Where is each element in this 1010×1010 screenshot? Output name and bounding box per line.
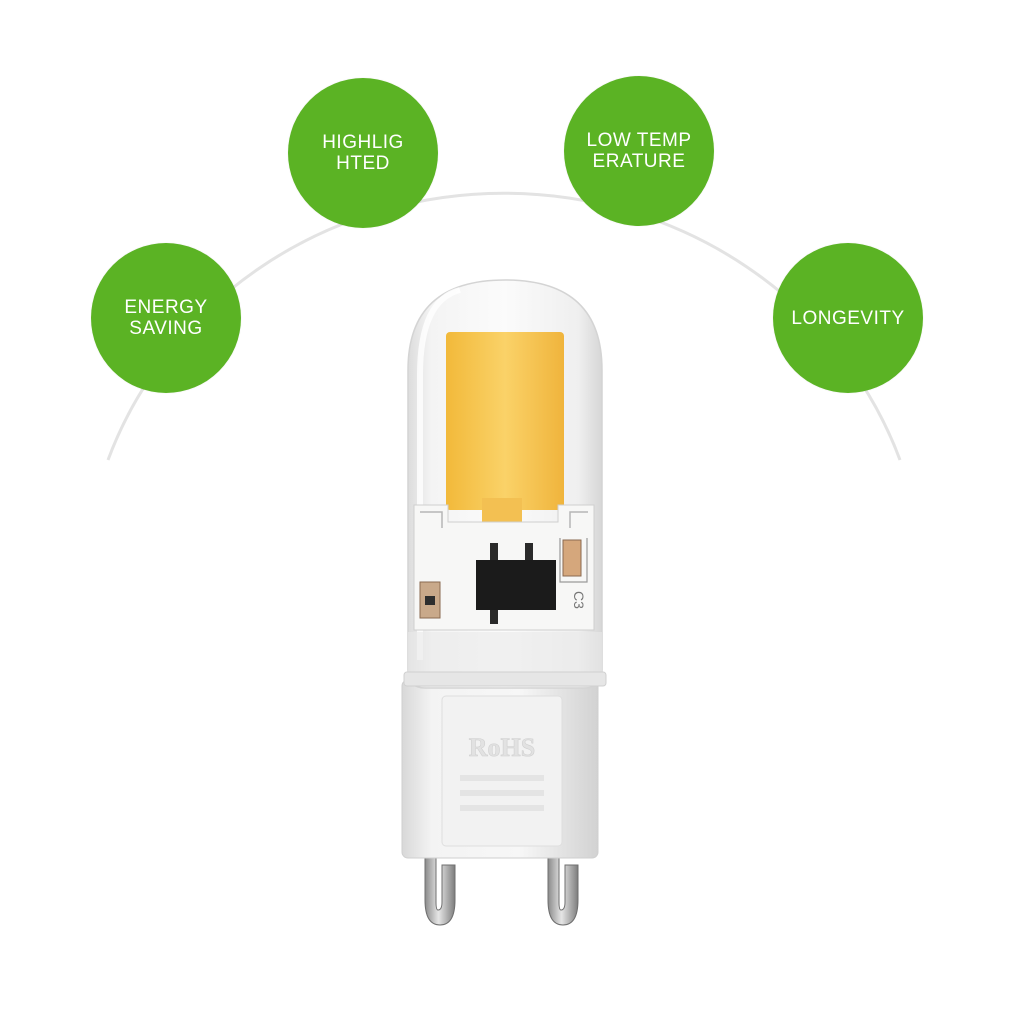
cob-led-chip — [446, 332, 564, 510]
g9-led-bulb: RoHS C3 — [401, 279, 607, 926]
component-label: C3 — [571, 591, 587, 609]
capacitor-right — [562, 539, 582, 577]
badge-highlighted-label: HIGHLIG HTED — [322, 132, 404, 174]
driver-ic — [476, 560, 556, 610]
badge-low-temperature-label: LOW TEMP ERATURE — [586, 130, 692, 172]
badge-highlighted: HIGHLIG HTED — [288, 78, 438, 228]
pin-left — [424, 849, 456, 926]
badge-longevity-label: LONGEVITY — [791, 307, 905, 329]
badge-energy-saving-label: ENERGY SAVING — [124, 297, 208, 339]
base-mark: RoHS — [469, 733, 535, 762]
badge-energy-saving: ENERGY SAVING — [91, 243, 241, 393]
badge-longevity: LONGEVITY — [773, 243, 923, 393]
badge-low-temperature: LOW TEMP ERATURE — [564, 76, 714, 226]
pin-right — [547, 849, 579, 926]
